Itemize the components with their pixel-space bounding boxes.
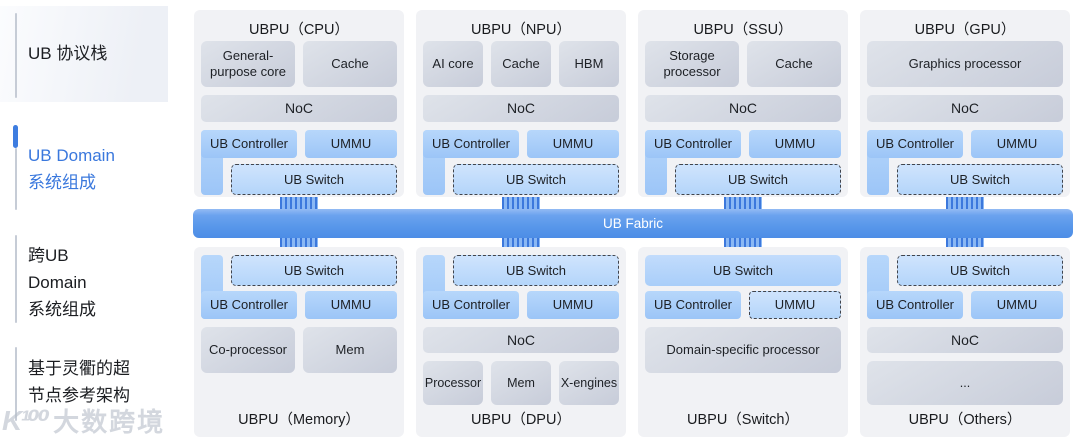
sidebar-divider: [15, 347, 17, 421]
fabric-connector: [280, 197, 318, 209]
sidebar-item-ub-domain-active[interactable]: UB Domain 系统组成: [0, 125, 168, 213]
block-ub-switch: UB Switch: [453, 164, 619, 195]
sidebar-divider: [15, 235, 17, 323]
sidebar-item-label: 跨UB Domain 系统组成: [28, 246, 96, 319]
block-ummu: UMMU: [527, 291, 619, 319]
panel-ubpu-npu: UBPU（NPU） AI core Cache HBM NoC UB Contr…: [416, 10, 626, 197]
block-ummu: UMMU: [971, 291, 1063, 319]
fabric-connector: [502, 238, 540, 247]
ub-fabric-bus: UB Fabric: [193, 209, 1073, 238]
block-x-engines: X-engines: [559, 361, 619, 405]
block-ub-controller: UB Controller: [645, 130, 741, 158]
block-noc: NoC: [867, 95, 1063, 122]
block-noc: NoC: [423, 327, 619, 353]
sidebar-divider: [15, 13, 17, 98]
block-ub-switch: UB Switch: [453, 255, 619, 286]
block-ub-switch: UB Switch: [897, 255, 1063, 286]
panel-ubpu-memory: UB Switch UB Controller UMMU Co-processo…: [194, 247, 404, 437]
sidebar-item-label: UB 协议栈: [28, 44, 108, 63]
block-processor: Processor: [423, 361, 483, 405]
panel-title: UBPU（NPU）: [471, 22, 571, 38]
sidebar-item-supernode-reference[interactable]: 基于灵衢的超 节点参考架构: [0, 345, 168, 423]
block-ub-controller: UB Controller: [423, 291, 519, 319]
block-graphics-processor: Graphics processor: [867, 41, 1063, 87]
block-ub-switch: UB Switch: [231, 164, 397, 195]
block-ummu: UMMU: [971, 130, 1063, 158]
fabric-connector: [280, 238, 318, 247]
block-ai-core: AI core: [423, 41, 483, 87]
block-storage-processor: Storage processor: [645, 41, 739, 87]
block-ummu: UMMU: [305, 130, 397, 158]
block-ummu: UMMU: [527, 130, 619, 158]
block-noc: NoC: [645, 95, 841, 122]
panel-title: UBPU（Others）: [908, 412, 1022, 428]
fabric-connector: [724, 197, 762, 209]
block-cache: Cache: [747, 41, 841, 87]
panel-title: UBPU（DPU）: [471, 412, 571, 428]
block-hbm: HBM: [559, 41, 619, 87]
sidebar-item-protocol-stack[interactable]: UB 协议栈: [0, 6, 168, 102]
fabric-connector: [502, 197, 540, 209]
panel-ubpu-cpu: UBPU（CPU） General-purpose core Cache NoC…: [194, 10, 404, 197]
block-cache: Cache: [303, 41, 397, 87]
panel-ubpu-switch: UB Switch UB Controller UMMU Domain-spec…: [638, 247, 848, 437]
fabric-connector: [724, 238, 762, 247]
block-ub-controller: UB Controller: [645, 291, 741, 319]
block-ub-controller: UB Controller: [867, 130, 963, 158]
sidebar-divider: [15, 148, 17, 210]
block-ub-controller: UB Controller: [867, 291, 963, 319]
panel-ubpu-dpu: UB Switch UB Controller UMMU NoC Process…: [416, 247, 626, 437]
fabric-connector: [946, 238, 984, 247]
block-noc: NoC: [867, 327, 1063, 353]
block-domain-specific-processor: Domain-specific processor: [645, 327, 841, 373]
block-cache: Cache: [491, 41, 551, 87]
sidebar-item-label: 基于灵衢的超 节点参考架构: [28, 359, 130, 405]
block-general-purpose-core: General-purpose core: [201, 41, 295, 87]
block-ub-switch: UB Switch: [231, 255, 397, 286]
block-mem: Mem: [303, 327, 397, 373]
block-ub-controller: UB Controller: [201, 291, 297, 319]
block-noc: NoC: [201, 95, 397, 122]
block-noc: NoC: [423, 95, 619, 122]
active-indicator-bar: [13, 125, 18, 148]
panel-title: UBPU（Switch）: [687, 412, 799, 428]
block-ub-switch: UB Switch: [675, 164, 841, 195]
panel-title: UBPU（Memory）: [238, 412, 360, 428]
ub-fabric-label: UB Fabric: [602, 216, 663, 231]
panel-title: UBPU（CPU）: [249, 22, 349, 38]
block-others-ellipsis: ...: [867, 361, 1063, 405]
block-ub-controller: UB Controller: [423, 130, 519, 158]
panel-ubpu-gpu: UBPU（GPU） Graphics processor NoC UB Cont…: [860, 10, 1070, 197]
panel-ubpu-ssu: UBPU（SSU） Storage processor Cache NoC UB…: [638, 10, 848, 197]
block-ummu: UMMU: [305, 291, 397, 319]
block-ub-switch: UB Switch: [645, 255, 841, 286]
panel-title: UBPU（GPU）: [914, 22, 1016, 38]
block-ub-switch: UB Switch: [897, 164, 1063, 195]
panel-title: UBPU（SSU）: [693, 22, 793, 38]
sidebar-item-label: UB Domain 系统组成: [28, 146, 115, 192]
panel-ubpu-others: UB Switch UB Controller UMMU NoC ... UBP…: [860, 247, 1070, 437]
fabric-connector: [946, 197, 984, 209]
block-mem: Mem: [491, 361, 551, 405]
block-ub-controller: UB Controller: [201, 130, 297, 158]
sidebar-item-cross-ub-domain[interactable]: 跨UB Domain 系统组成: [0, 233, 168, 325]
block-co-processor: Co-processor: [201, 327, 295, 373]
block-ummu: UMMU: [749, 130, 841, 158]
block-ummu: UMMU: [749, 291, 841, 319]
